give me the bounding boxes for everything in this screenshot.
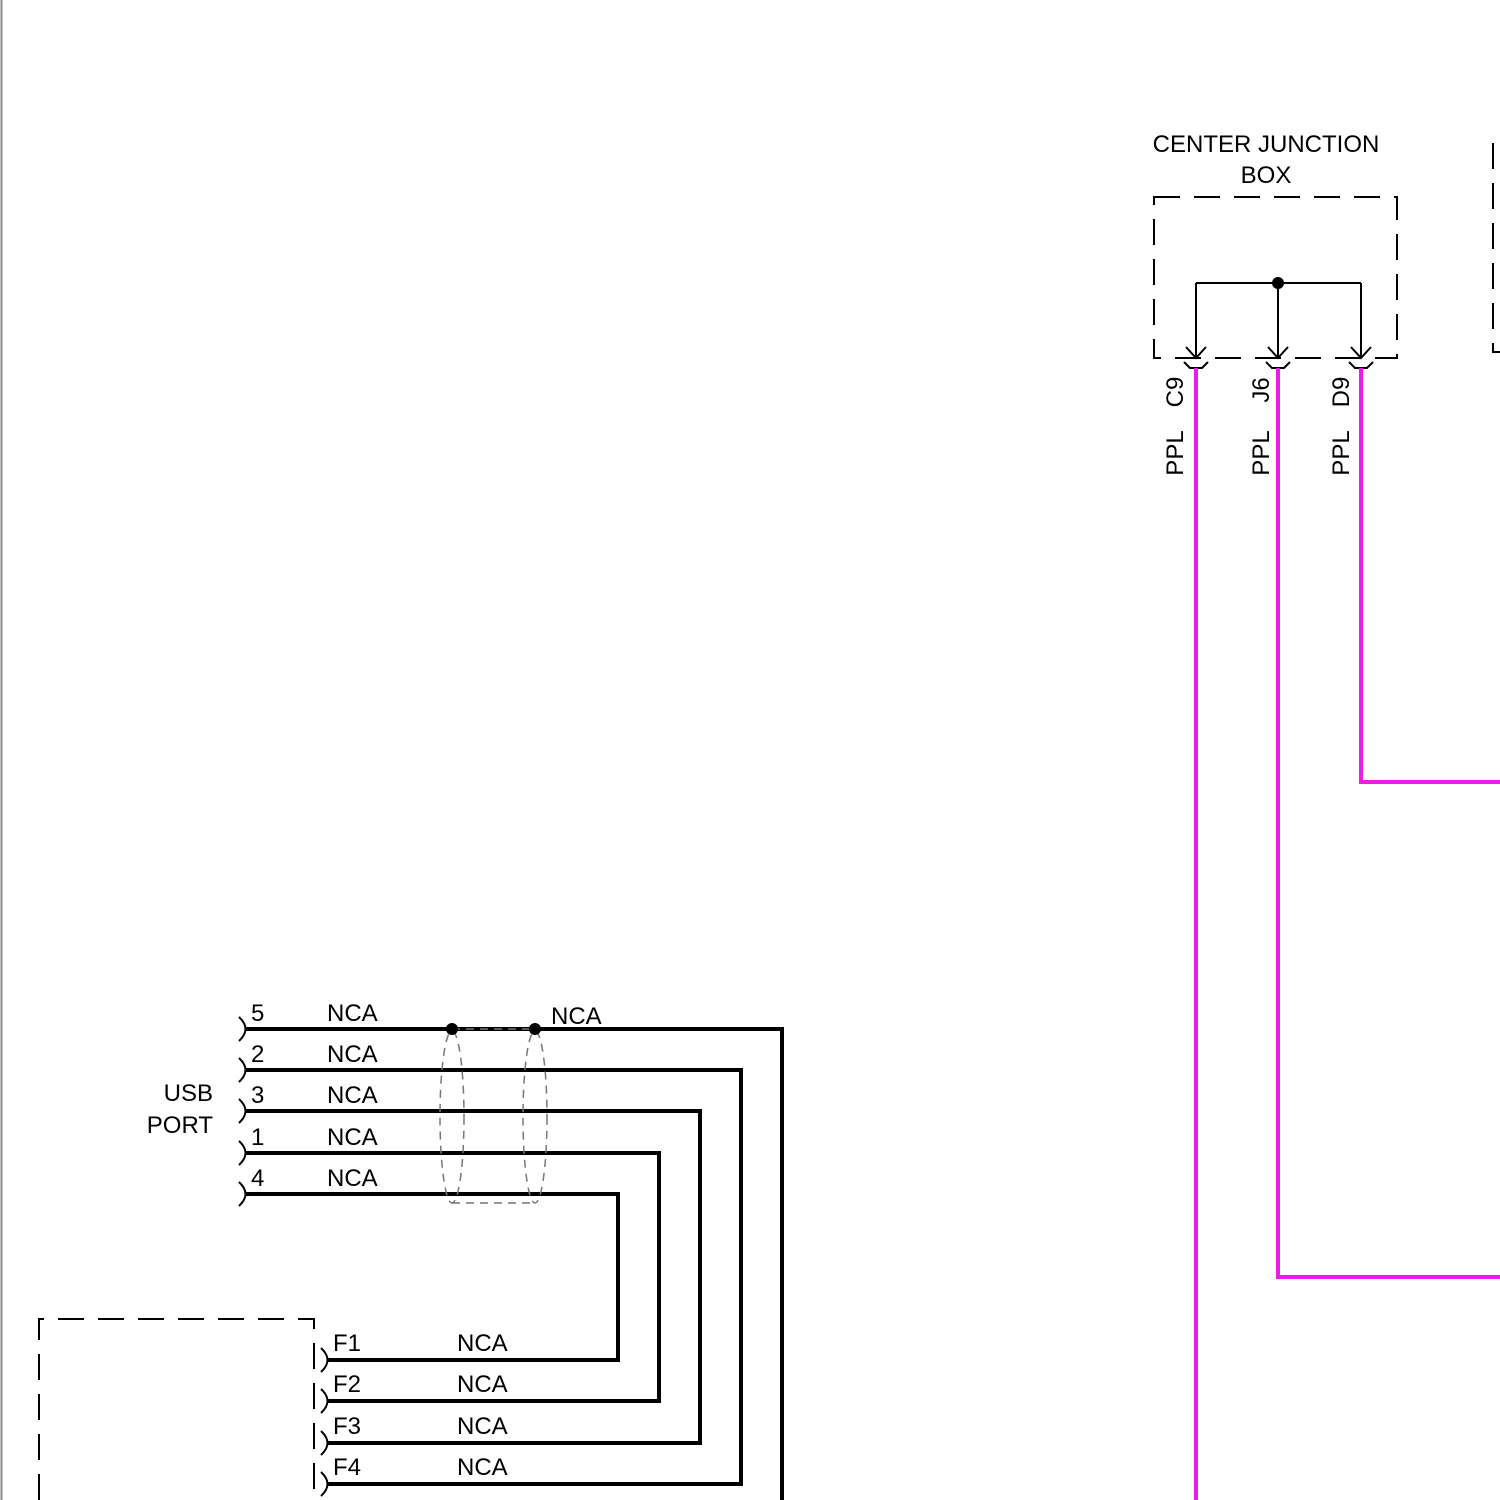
usb-pin-3: 3: [251, 1082, 264, 1109]
wire-pin4-to-f1: [245, 1194, 618, 1360]
usb-pin-2: 2: [251, 1041, 264, 1068]
pin-label-c9: C9: [1162, 377, 1189, 408]
usb-pin-4: 4: [251, 1165, 264, 1192]
ppl-wires: [1196, 368, 1500, 1500]
wire-color-label-d9: PPL: [1328, 430, 1355, 475]
module-wire-color-f1: NCA: [457, 1330, 508, 1357]
lower-module-connector-cups: [321, 1348, 328, 1496]
usb-wire-color-4: NCA: [327, 1165, 378, 1192]
wire-pin1-to-f2: [245, 1153, 659, 1401]
usb-wire-color-1: NCA: [327, 1124, 378, 1151]
usb-wire-color-2: NCA: [327, 1041, 378, 1068]
splice-dot: [446, 1023, 458, 1035]
usb-pin-1: 1: [251, 1124, 264, 1151]
wire-ppl-j6: [1278, 368, 1500, 1277]
usb-wire-color-5: NCA: [327, 1000, 378, 1027]
right-component-outline-partial: [1493, 143, 1500, 352]
wire-color-label-j6: PPL: [1248, 430, 1275, 475]
module-pin-f3: F3: [333, 1413, 361, 1440]
usb-wire-color-3: NCA: [327, 1082, 378, 1109]
wire-color-label-c9: PPL: [1162, 430, 1189, 475]
pin-label-d9: D9: [1328, 377, 1355, 408]
lower-module: F1 F2 F3 F4 NCA NCA NCA NCA: [39, 1319, 508, 1500]
usb-port-title-line1: USB: [164, 1080, 213, 1107]
splice-dot: [1272, 277, 1284, 289]
module-wire-color-f4: NCA: [457, 1454, 508, 1481]
usb-port-connector-cups: [239, 1017, 246, 1206]
module-wire-color-f3: NCA: [457, 1413, 508, 1440]
junction-box-title-line1: CENTER JUNCTION: [1153, 131, 1380, 158]
wire-ppl-d9: [1361, 368, 1500, 782]
splice-dot: [529, 1023, 541, 1035]
usb-pin-5: 5: [251, 1000, 264, 1027]
module-wire-color-f2: NCA: [457, 1371, 508, 1398]
module-pin-f2: F2: [333, 1371, 361, 1398]
junction-box-internal-bus: [1196, 277, 1361, 358]
junction-box-title-line2: BOX: [1241, 162, 1292, 189]
usb-port-title-line2: PORT: [147, 1112, 214, 1139]
module-pin-f4: F4: [333, 1454, 361, 1481]
nca-wires: [245, 1029, 782, 1500]
lower-module-outline: [39, 1319, 314, 1500]
module-pin-f1: F1: [333, 1330, 361, 1357]
pin-label-j6: J6: [1248, 377, 1275, 402]
pass-through-wire-color: NCA: [551, 1003, 602, 1030]
